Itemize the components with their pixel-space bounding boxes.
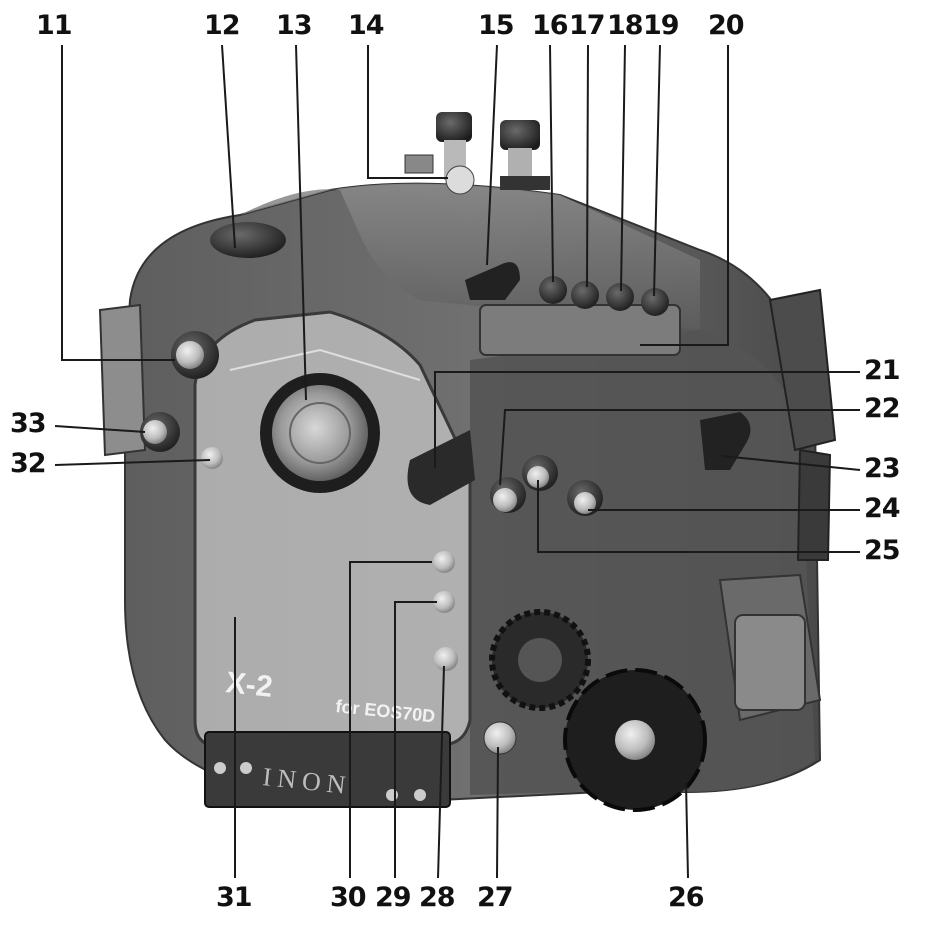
gear-wheel — [489, 609, 591, 711]
leader-lines — [54, 44, 861, 879]
model-label: X-2 — [224, 666, 274, 704]
callout-17: 17 — [569, 10, 606, 41]
lever — [465, 262, 520, 300]
callout-26: 26 — [668, 882, 705, 913]
callout-32: 32 — [10, 448, 47, 479]
callout-30: 30 — [330, 882, 367, 913]
callout-29: 29 — [375, 882, 412, 913]
port-buttons — [433, 551, 458, 671]
callout-21: 21 — [864, 355, 901, 386]
callout-25: 25 — [864, 535, 901, 566]
callout-16: 16 — [532, 10, 569, 41]
left-controls — [140, 331, 223, 469]
callout-18: 18 — [607, 10, 644, 41]
callout-13: 13 — [276, 10, 313, 41]
control-dial — [563, 668, 707, 812]
base-plate — [204, 731, 451, 808]
callout-23: 23 — [864, 453, 901, 484]
right-buttons — [490, 455, 603, 516]
callout-31: 31 — [216, 882, 253, 913]
callout-20: 20 — [708, 10, 745, 41]
lens-port — [260, 373, 380, 493]
top-left-knob — [210, 222, 286, 258]
callout-19: 19 — [643, 10, 680, 41]
top-button-row — [479, 276, 681, 356]
callout-11: 11 — [36, 10, 73, 41]
callout-12: 12 — [204, 10, 241, 41]
top-knobs — [404, 112, 550, 195]
bottom-button — [483, 721, 517, 755]
callout-15: 15 — [478, 10, 515, 41]
callout-24: 24 — [864, 493, 901, 524]
callout-14: 14 — [348, 10, 385, 41]
callout-22: 22 — [864, 393, 901, 424]
callout-28: 28 — [419, 882, 456, 913]
right-lever — [700, 412, 751, 470]
callout-27: 27 — [477, 882, 514, 913]
callout-33: 33 — [10, 408, 47, 439]
port-lock-lever — [407, 430, 475, 505]
